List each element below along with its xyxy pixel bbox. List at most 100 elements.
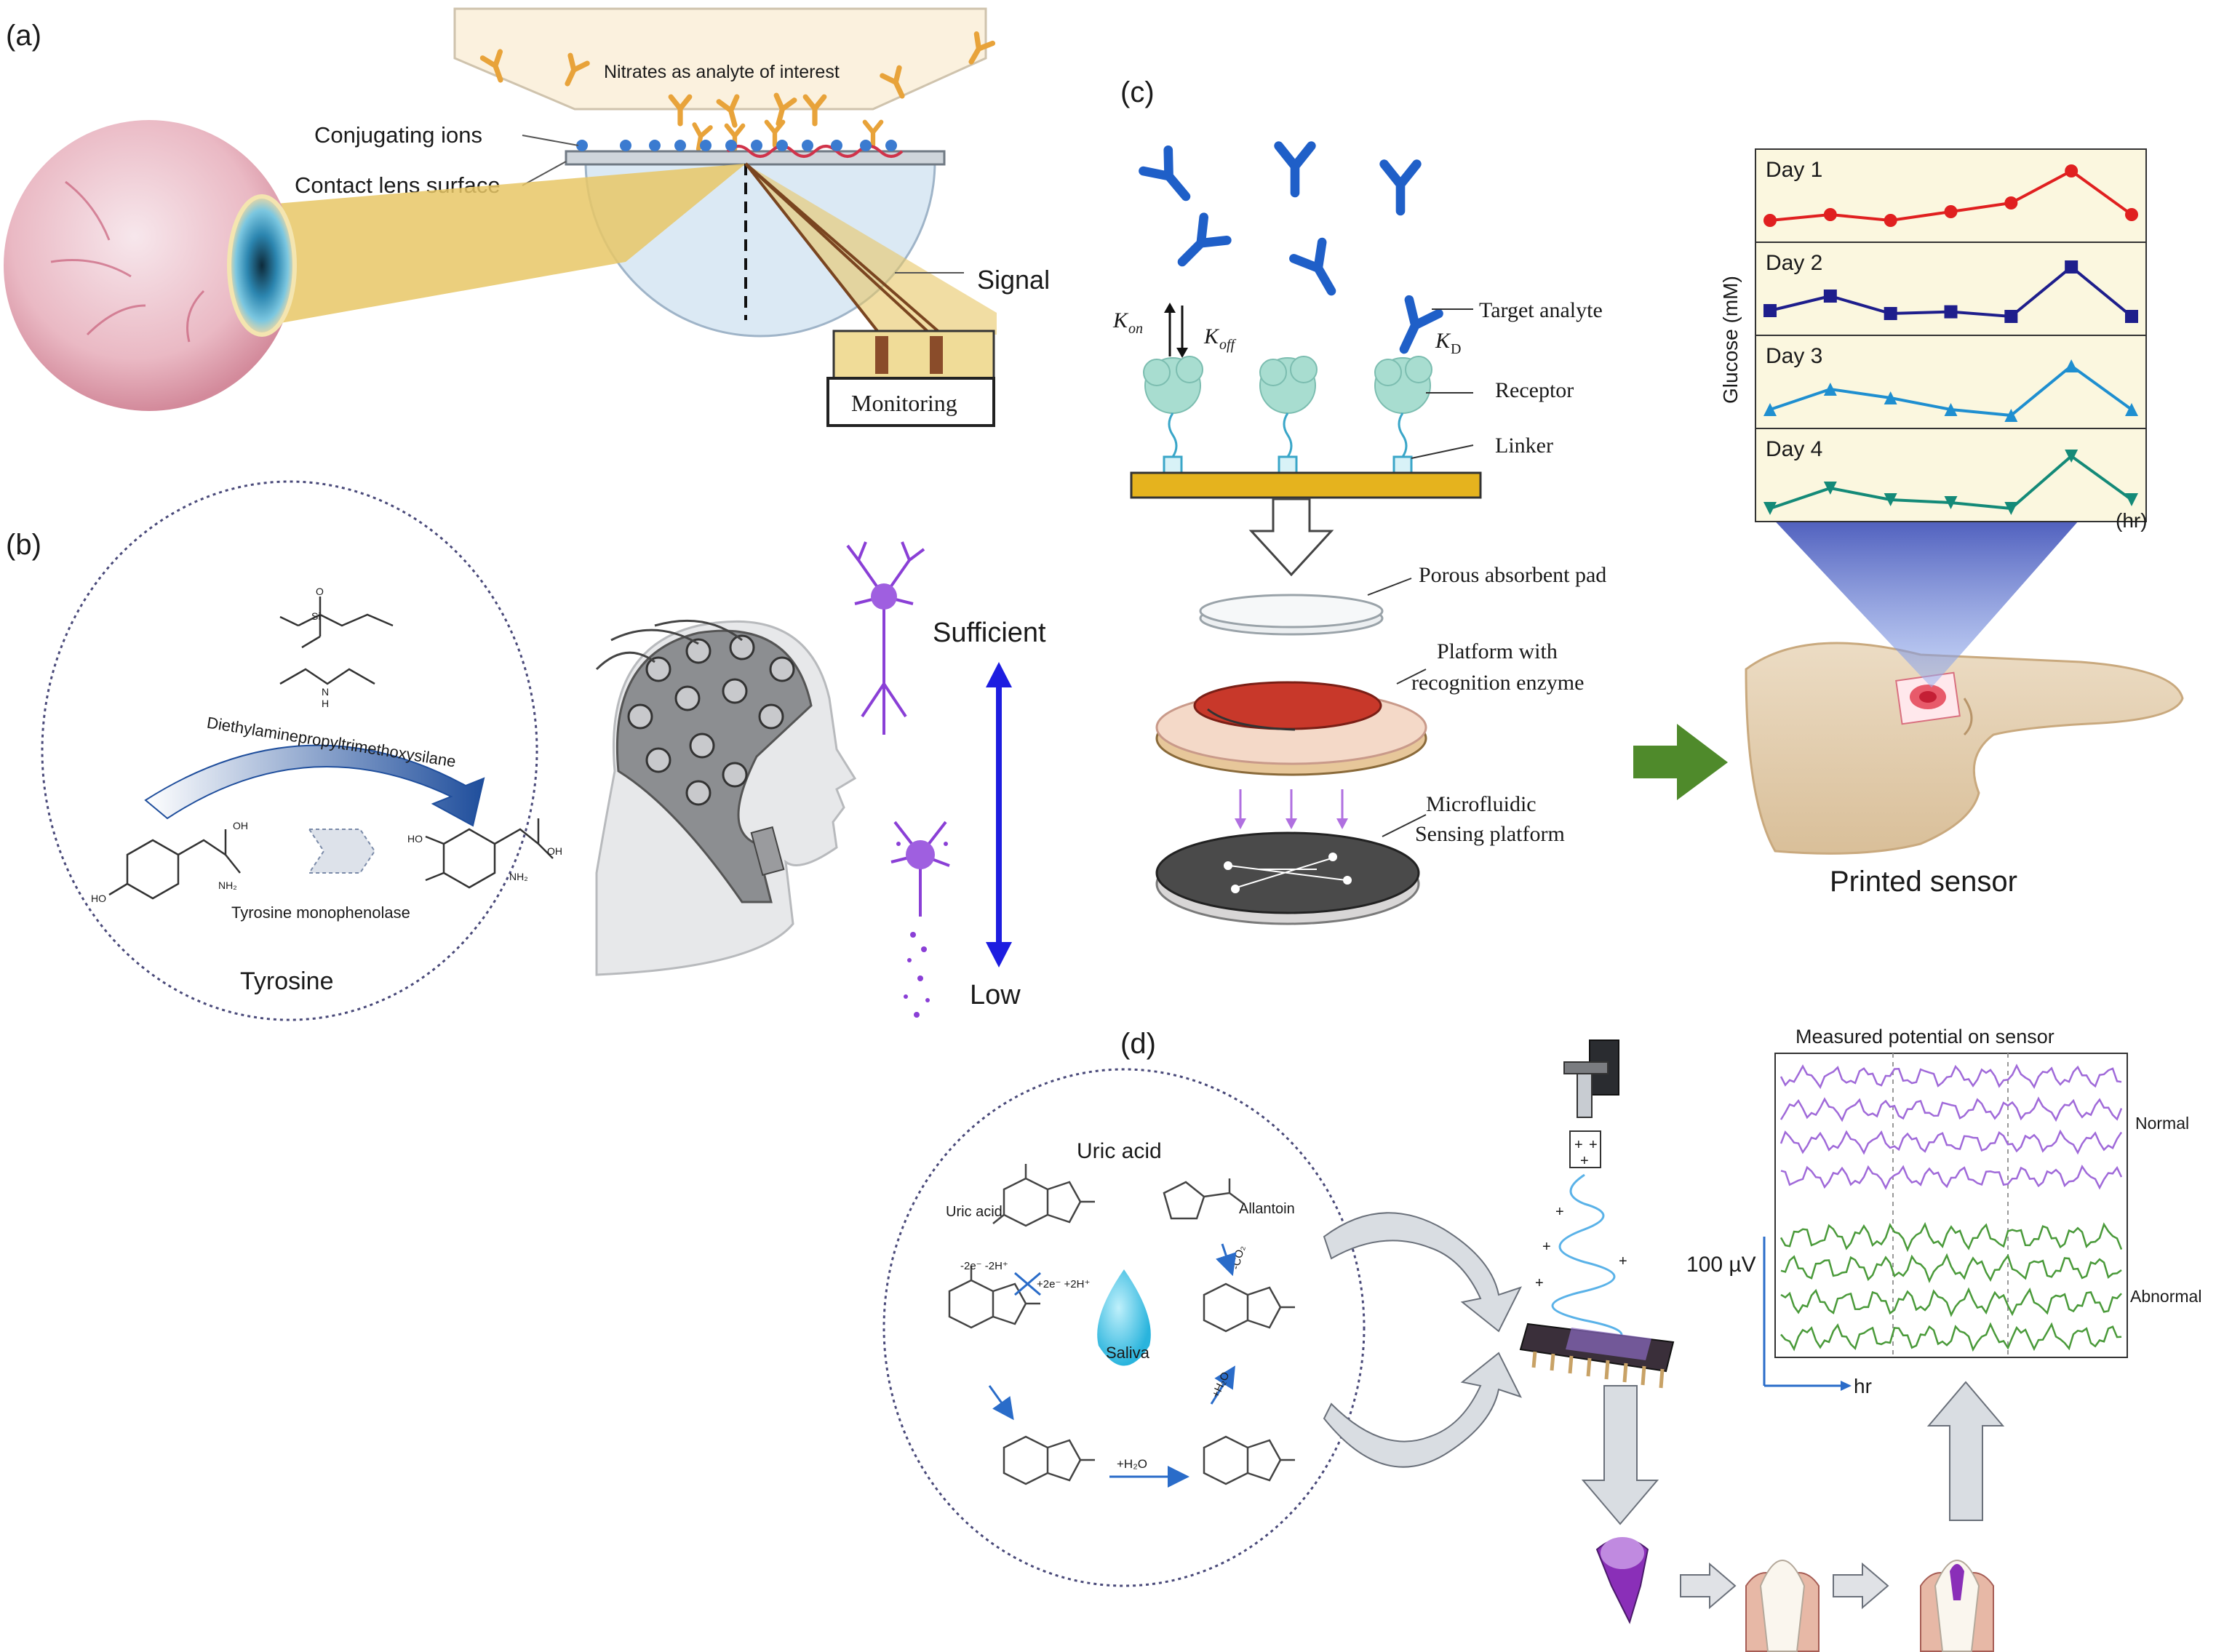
printed-sensor-label: Printed sensor bbox=[1830, 866, 2017, 898]
microfluidic-channels bbox=[1224, 853, 1352, 893]
x-unit-label: hr bbox=[1854, 1375, 1872, 1397]
dopa-ho-label: HO bbox=[407, 833, 423, 845]
redox-left-label: -2e⁻ -2H⁺ bbox=[960, 1260, 1008, 1272]
panel-a-label: (a) bbox=[6, 20, 41, 52]
uric-acid-molecule-label: Uric acid bbox=[946, 1204, 1003, 1220]
data-point bbox=[1884, 214, 1897, 227]
uric-acid-title: Uric acid bbox=[1077, 1139, 1162, 1163]
antibody-icon bbox=[1279, 146, 1312, 193]
data-point bbox=[2125, 208, 2138, 221]
contact-lens-surface bbox=[565, 150, 946, 166]
bound-antibody-icon bbox=[1390, 300, 1439, 356]
antibody-icon bbox=[1143, 150, 1198, 207]
charged-nozzle bbox=[1569, 1130, 1601, 1168]
data-point bbox=[2125, 403, 2138, 416]
analyte-text: Nitrates as analyte of interest bbox=[604, 62, 840, 82]
glucose-strip bbox=[1755, 242, 2147, 336]
data-point bbox=[2125, 493, 2138, 506]
data-point bbox=[1823, 290, 1837, 303]
ho-label: HO bbox=[91, 893, 106, 904]
koff-symbol: K bbox=[1203, 324, 1220, 348]
hand bbox=[1745, 642, 2184, 855]
redox-cross bbox=[1014, 1272, 1041, 1296]
down-process-arrow bbox=[1581, 1385, 1659, 1525]
dopa-nh2-label: NH₂ bbox=[509, 871, 528, 882]
electrospray-jet bbox=[1551, 1173, 1623, 1351]
target-analyte-label: Target analyte bbox=[1479, 298, 1603, 322]
up-process-arrow bbox=[1926, 1381, 2005, 1521]
data-point bbox=[1823, 208, 1837, 221]
h2o-bottom-label: +H₂O bbox=[1117, 1457, 1147, 1471]
series-label: Day 2 bbox=[1766, 251, 1822, 275]
panel-a: (a) Nitrates as analyte of interest bbox=[4, 7, 1050, 427]
normal-eeg-trace bbox=[1779, 1064, 2122, 1090]
allantoin-label: Allantoin bbox=[1239, 1201, 1295, 1217]
microfluidic-label-2: Sensing platform bbox=[1415, 822, 1565, 846]
data-point bbox=[1944, 305, 1958, 319]
data-point bbox=[1944, 205, 1958, 218]
chip-pins bbox=[1531, 1351, 1665, 1389]
eeg-traces bbox=[1779, 1064, 2123, 1352]
glucose-xunit: (hr) bbox=[2116, 509, 2148, 532]
plus-charge: + bbox=[1542, 1239, 1551, 1255]
cycle-arrow-top bbox=[1323, 1212, 1522, 1333]
enzyme-label: Tyrosine monophenolase bbox=[231, 903, 410, 922]
binding-wave bbox=[726, 145, 904, 158]
eeg-title: Measured potential on sensor bbox=[1795, 1026, 2054, 1048]
panel-c: (c) K on K off K D Target analyte bbox=[1112, 76, 2184, 925]
series-label: Day 4 bbox=[1766, 437, 1822, 461]
panel-d: (d) Uric acid Uric acid Allantoin -2e⁻ -… bbox=[882, 1026, 2201, 1652]
projection-beam bbox=[1757, 502, 2095, 687]
panel-b: (b) Si O N H Diethylaminepropyltrimethox… bbox=[6, 480, 1046, 1021]
panel-b-label: (b) bbox=[6, 529, 41, 561]
koff-sub: off bbox=[1219, 337, 1237, 353]
green-arrow bbox=[1633, 724, 1728, 800]
normal-eeg-trace bbox=[1779, 1129, 2123, 1155]
plus-charge: + bbox=[1555, 1204, 1564, 1220]
data-point bbox=[2125, 310, 2138, 323]
data-point bbox=[1884, 493, 1897, 506]
data-point bbox=[1823, 482, 1837, 495]
normal-eeg-trace bbox=[1780, 1164, 2123, 1190]
panel-c-label: (c) bbox=[1120, 76, 1155, 108]
receptors bbox=[1143, 356, 1432, 414]
data-point bbox=[1763, 214, 1777, 227]
monitoring-label: Monitoring bbox=[851, 390, 957, 416]
plus-charge: + bbox=[1580, 1153, 1589, 1169]
abnormal-eeg-trace bbox=[1779, 1221, 2123, 1253]
data-point bbox=[2004, 409, 2018, 422]
cornea bbox=[227, 194, 297, 337]
data-point bbox=[1763, 502, 1777, 515]
damaged-neuron bbox=[890, 821, 950, 917]
antibody-icons bbox=[1143, 146, 1438, 356]
reaction-arrow bbox=[144, 744, 485, 827]
data-point bbox=[2065, 260, 2079, 274]
conjugating-ion-dots bbox=[576, 140, 897, 151]
abnormal-eeg-trace bbox=[1780, 1253, 2122, 1284]
co2-label: -CO₂ bbox=[1229, 1244, 1248, 1271]
saliva-drop bbox=[1097, 1269, 1151, 1366]
plus-charge: + bbox=[1574, 1137, 1583, 1153]
data-point bbox=[2065, 450, 2079, 463]
reaction-circle bbox=[41, 480, 538, 1021]
healthy-neuron bbox=[846, 541, 925, 735]
nh2-label: NH₂ bbox=[218, 879, 237, 891]
panel-d-label: (d) bbox=[1120, 1028, 1156, 1060]
low-label: Low bbox=[970, 980, 1021, 1010]
h-atom: H bbox=[322, 698, 329, 709]
kon-sub: on bbox=[1128, 321, 1143, 337]
antibody-icon bbox=[1171, 218, 1227, 274]
data-point bbox=[1763, 304, 1777, 317]
si-atom: Si bbox=[311, 610, 320, 622]
step-arrow bbox=[1680, 1562, 1737, 1610]
cycle-arrow-bottom bbox=[1323, 1352, 1522, 1468]
scale-label: 100 µV bbox=[1686, 1253, 1756, 1277]
dopa-oh-label: OH bbox=[547, 845, 562, 857]
step-arrow bbox=[1833, 1562, 1889, 1610]
kd-sub: D bbox=[1451, 341, 1461, 357]
data-point bbox=[2065, 359, 2079, 372]
platform-label-1: Platform with bbox=[1437, 639, 1558, 663]
n-atom: N bbox=[322, 686, 329, 698]
platform-label-2: recognition enzyme bbox=[1411, 671, 1584, 695]
glucose-strip bbox=[1755, 148, 2147, 243]
